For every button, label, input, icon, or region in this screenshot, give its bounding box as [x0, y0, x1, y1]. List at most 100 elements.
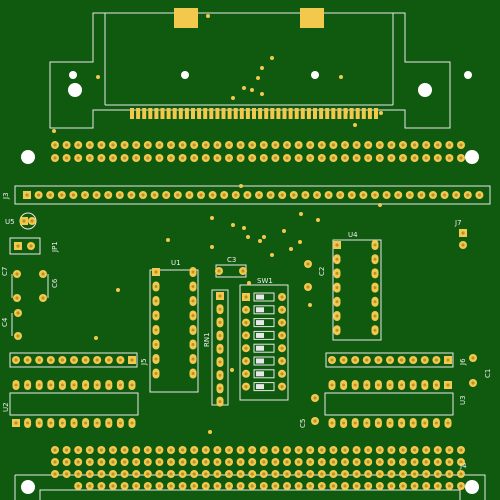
label-c5: C5: [299, 419, 307, 428]
dip-switch-lever: [256, 384, 264, 390]
header-bottom-pad-drill: [111, 484, 115, 488]
sw1-outline: [239, 284, 289, 401]
connector-contact: [239, 108, 244, 119]
label-j4: J4: [459, 462, 467, 470]
via: [96, 75, 100, 79]
j5-pad-drill: [14, 358, 18, 362]
header-bottom-pad-drill: [146, 460, 150, 464]
via: [260, 66, 264, 70]
header-bottom-pad-drill: [88, 448, 92, 452]
header-bottom-pad-drill: [88, 484, 92, 488]
via: [299, 212, 303, 216]
j5-pad-drill: [84, 358, 88, 362]
header-top-pad-drill: [134, 156, 138, 160]
header-bottom-pad-drill: [65, 472, 69, 476]
header-bottom-pad-drill: [285, 484, 289, 488]
label-j7: J7: [454, 219, 462, 227]
header-bottom-pad-drill: [123, 448, 127, 452]
header-bottom-pad-drill: [447, 448, 451, 452]
header-bottom-pad-drill: [285, 472, 289, 476]
header-top-pad-drill: [204, 156, 208, 160]
u2-pad-drill: [72, 421, 76, 425]
header-bottom-pad-drill: [88, 472, 92, 476]
header-bottom-pad-drill: [331, 448, 335, 452]
u4-pin1-pad-drill: [335, 243, 339, 247]
c3-pad-drill: [217, 269, 221, 273]
header-top-pad-drill: [308, 143, 312, 147]
u1-pad-drill: [191, 270, 195, 274]
j3-pad-drill: [60, 193, 64, 197]
j3-pad-drill: [408, 193, 412, 197]
header-bottom-pad-drill: [424, 448, 428, 452]
header-bottom-pad-drill: [447, 472, 451, 476]
connector-contact: [245, 108, 250, 119]
header-bottom-pad-drill: [181, 448, 185, 452]
connector-contact: [337, 108, 342, 119]
j3-pad-drill: [292, 193, 296, 197]
header-bottom-pad-drill: [401, 484, 405, 488]
header-bottom-pad-drill: [215, 484, 219, 488]
connector-contact: [142, 108, 147, 119]
j3-pad-drill: [338, 193, 342, 197]
header-top-pad-drill: [65, 156, 69, 160]
sw1-pin1-pad-drill: [244, 295, 248, 299]
header-top-pad-drill: [99, 143, 103, 147]
header-bottom-pad-drill: [227, 460, 231, 464]
u3-pad-drill: [353, 383, 357, 387]
header-bottom-pad-drill: [273, 448, 277, 452]
header-bottom-pad-drill: [262, 448, 266, 452]
connector-contact: [270, 108, 275, 119]
header-bottom-pad-drill: [320, 460, 324, 464]
header-bottom-pad-drill: [181, 484, 185, 488]
c3-pad-drill: [241, 269, 245, 273]
u1-pad-drill: [191, 299, 195, 303]
u2-pad-drill: [49, 421, 53, 425]
header-bottom-pad-drill: [331, 472, 335, 476]
connector-contact: [233, 108, 238, 119]
via: [298, 240, 302, 244]
u4-pad-drill: [335, 314, 339, 318]
u1-pad-drill: [191, 328, 195, 332]
header-bottom-pad-drill: [239, 472, 243, 476]
top-connector-outline: [49, 12, 451, 129]
header-top-pad-drill: [436, 143, 440, 147]
header-top-pad-drill: [111, 143, 115, 147]
u2-pad-drill: [60, 421, 64, 425]
j3-pad-drill: [419, 193, 423, 197]
u3-pad-drill: [411, 383, 415, 387]
header-top-pad-drill: [389, 156, 393, 160]
header-top-pad-drill: [355, 156, 359, 160]
j3-pad-drill: [187, 193, 191, 197]
u3-pad-drill: [400, 383, 404, 387]
j6-pad-drill: [434, 358, 438, 362]
header-bottom-pad-drill: [308, 472, 312, 476]
via: [246, 235, 250, 239]
u1-pad-drill: [154, 372, 158, 375]
via: [316, 218, 320, 222]
header-top-pad-drill: [320, 156, 324, 160]
header-bottom-pad-drill: [123, 472, 127, 476]
header-bottom-pad-drill: [355, 448, 359, 452]
u4-outline: [332, 239, 382, 341]
connector-contact: [227, 108, 232, 119]
header-top-pad-drill: [401, 143, 405, 147]
u3-pad-drill: [411, 421, 415, 425]
sw1-pad-drill: [280, 333, 284, 337]
header-bottom-pad-drill: [355, 484, 359, 488]
header-top-pad-drill: [157, 156, 161, 160]
header-top-pad-drill: [331, 156, 335, 160]
header-top-pad-drill: [413, 156, 417, 160]
j3-pad-drill: [350, 193, 354, 197]
header-bottom-pad-drill: [215, 460, 219, 464]
c5-pad-drill: [313, 396, 317, 400]
via: [258, 239, 262, 243]
j3-pad-drill: [211, 193, 215, 197]
header-bottom-pad-drill: [297, 460, 301, 464]
header-bottom-pad-drill: [343, 484, 347, 488]
header-top-pad-drill: [355, 143, 359, 147]
label-c3: C3: [227, 256, 236, 264]
j5-outline: [9, 352, 138, 368]
header-top-pad-drill: [146, 156, 150, 160]
header-bottom-pad-drill: [134, 460, 138, 464]
